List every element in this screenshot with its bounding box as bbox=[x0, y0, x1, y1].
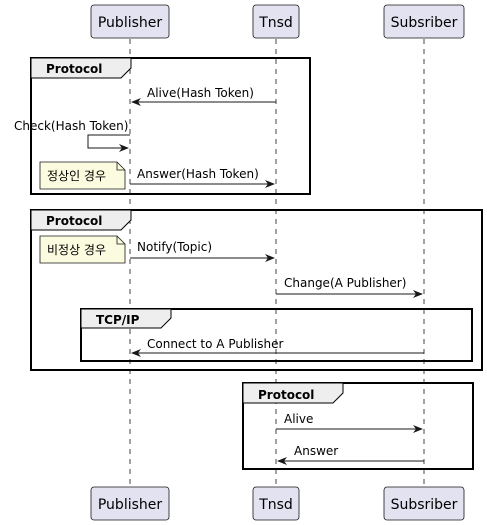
group-protocol-2: Protocol bbox=[30, 209, 483, 371]
message-alive: Alive bbox=[276, 412, 423, 433]
message-answer-hash-token: Answer(Hash Token) bbox=[130, 167, 275, 188]
participant-publisher-label: Publisher bbox=[98, 15, 163, 31]
group-protocol-1-label: Protocol bbox=[46, 62, 102, 76]
participant-subscriber-top: Subsriber bbox=[383, 4, 465, 39]
participant-publisher-top: Publisher bbox=[90, 4, 170, 39]
message-notify-topic-label: Notify(Topic) bbox=[137, 240, 212, 254]
group-tcp-ip-label: TCP/IP bbox=[96, 313, 140, 327]
message-answer-hash-token-label: Answer(Hash Token) bbox=[137, 167, 259, 181]
participant-subscriber-bottom: Subsriber bbox=[383, 486, 465, 521]
participant-tnsd-bottom: Tnsd bbox=[252, 486, 300, 521]
group-tcp-ip: TCP/IP bbox=[80, 308, 473, 362]
message-change-a-publisher-label: Change(A Publisher) bbox=[284, 276, 406, 290]
message-connect-to-a-publisher-label: Connect to A Publisher bbox=[147, 337, 283, 351]
participant-subscriber-label-bottom: Subsriber bbox=[391, 497, 458, 513]
message-alive-label: Alive bbox=[284, 412, 313, 426]
message-connect-to-a-publisher: Connect to A Publisher bbox=[131, 337, 424, 357]
participant-publisher-label-bottom: Publisher bbox=[98, 497, 163, 513]
message-alive-hash-token: Alive(Hash Token) bbox=[131, 86, 276, 106]
note-abnormal-case: 비정상 경우 bbox=[39, 235, 126, 264]
message-answer-label: Answer bbox=[294, 444, 338, 458]
participant-publisher-bottom: Publisher bbox=[90, 486, 170, 521]
group-protocol-3: Protocol bbox=[242, 382, 474, 470]
participant-tnsd-label-bottom: Tnsd bbox=[258, 497, 293, 513]
note-normal-case-label: 정상인 경우 bbox=[47, 169, 106, 183]
note-abnormal-case-label: 비정상 경우 bbox=[47, 243, 106, 257]
participant-subscriber-label: Subsriber bbox=[391, 15, 458, 31]
message-notify-topic: Notify(Topic) bbox=[130, 240, 275, 262]
message-change-a-publisher: Change(A Publisher) bbox=[276, 276, 423, 298]
message-answer: Answer bbox=[277, 444, 424, 465]
group-protocol-1: Protocol bbox=[30, 57, 311, 195]
message-alive-hash-token-label: Alive(Hash Token) bbox=[147, 86, 254, 100]
message-check-hash-token: Check(Hash Token) bbox=[14, 119, 130, 152]
participant-tnsd-top: Tnsd bbox=[252, 4, 300, 39]
message-check-hash-token-label: Check(Hash Token) bbox=[14, 119, 128, 133]
group-protocol-2-label: Protocol bbox=[46, 214, 102, 228]
note-normal-case: 정상인 경우 bbox=[39, 161, 126, 190]
participant-tnsd-label: Tnsd bbox=[258, 15, 293, 31]
group-protocol-3-label: Protocol bbox=[258, 388, 314, 402]
